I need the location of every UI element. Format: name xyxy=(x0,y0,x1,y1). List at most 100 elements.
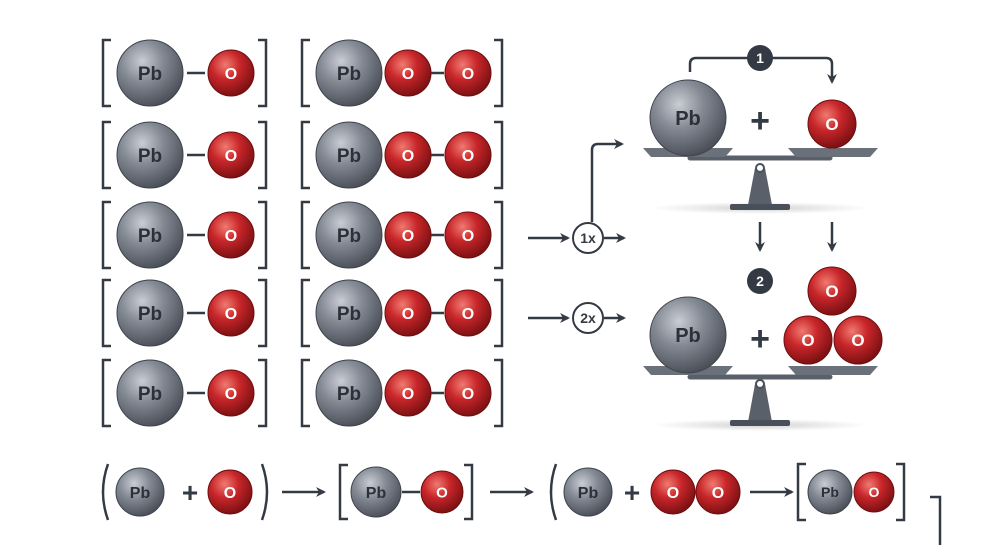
balance-scale-top: Pb O + 1 xyxy=(643,45,878,214)
multiplier-badge-1x xyxy=(572,222,604,254)
lead-atom: Pb xyxy=(563,467,613,517)
lead-atom: Pb xyxy=(350,466,402,518)
oxygen-symbol: O xyxy=(462,228,474,245)
oxygen-symbol: O xyxy=(402,66,414,83)
oxygen-atom: O xyxy=(444,369,492,417)
oxygen-atom: O xyxy=(207,211,255,259)
right-bracket xyxy=(494,120,504,190)
oxygen-symbol: O xyxy=(851,331,864,350)
scale-stand xyxy=(748,168,772,205)
lead-symbol: Pb xyxy=(366,485,387,502)
oxygen-atom: O xyxy=(207,289,255,337)
lead-symbol: Pb xyxy=(337,384,361,405)
oxygen-symbol: O xyxy=(225,386,237,403)
left-parenthesis xyxy=(549,463,558,521)
oxygen-symbol: O xyxy=(225,306,237,323)
step-label-1: 1 xyxy=(756,50,764,66)
lead-atom: Pb xyxy=(315,279,383,347)
oxygen-symbol: O xyxy=(402,148,414,165)
oxygen-symbol: O xyxy=(224,485,236,502)
left-bracket xyxy=(101,358,111,428)
right-bracket xyxy=(258,358,268,428)
left-bracket xyxy=(101,278,111,348)
lead-symbol: Pb xyxy=(138,146,162,167)
left-bracket xyxy=(300,38,310,108)
pbo-molecule: Pb O xyxy=(101,120,268,190)
oxygen-symbol: O xyxy=(462,386,474,403)
right-bracket xyxy=(464,463,474,521)
step-label-2: 2 xyxy=(756,273,764,289)
oxygen-atom: O xyxy=(384,369,432,417)
lead-atom: Pb xyxy=(649,79,727,157)
oxygen-atom: O xyxy=(807,99,857,149)
oxygen-atom: O xyxy=(384,131,432,179)
pbo-molecule: Pb O xyxy=(101,200,268,270)
scale-stand xyxy=(748,384,772,422)
right-bracket xyxy=(258,278,268,348)
oxygen-atom: O xyxy=(833,315,883,365)
right-parenthesis xyxy=(260,463,269,521)
oxygen-atom: O xyxy=(207,49,255,97)
lead-symbol: Pb xyxy=(821,484,839,500)
oxygen-symbol: O xyxy=(436,484,448,501)
right-bracket xyxy=(494,278,504,348)
lead-atom: Pb xyxy=(116,121,184,189)
lead-symbol: Pb xyxy=(138,226,162,247)
lead-atom: Pb xyxy=(315,39,383,107)
oxygen-symbol: O xyxy=(667,485,679,502)
plus-sign-top: + xyxy=(750,102,770,140)
right-bracket xyxy=(896,462,906,522)
oxygen-symbol: O xyxy=(825,115,838,134)
oxygen-symbol: O xyxy=(402,386,414,403)
left-bracket xyxy=(300,358,310,428)
right-bracket xyxy=(494,38,504,108)
lead-symbol: Pb xyxy=(675,325,701,347)
multiplier-label-1x: 1x xyxy=(580,230,596,246)
scale-pan-right xyxy=(788,148,878,157)
oxygen-atom: O xyxy=(444,49,492,97)
right-bracket xyxy=(258,120,268,190)
lead-atom: Pb xyxy=(807,469,853,515)
step-badge-1 xyxy=(747,45,773,71)
multiplier-label-2x: 2x xyxy=(580,310,596,326)
equation-plus-2: + xyxy=(624,477,640,508)
oxygen-symbol: O xyxy=(462,306,474,323)
oxygen-atom: O xyxy=(807,266,857,316)
oxygen-atom: O xyxy=(384,289,432,337)
left-bracket xyxy=(796,462,806,522)
lead-atom: Pb xyxy=(115,467,165,517)
lead-atom: Pb xyxy=(116,359,184,427)
oxygen-symbol: O xyxy=(801,331,814,350)
oxygen-atom: O xyxy=(207,469,253,515)
pbo2-molecule: Pb O O xyxy=(300,38,504,108)
oxygen-atom: O xyxy=(444,289,492,337)
pbo2-molecule: Pb O O xyxy=(300,358,504,428)
oxygen-symbol: O xyxy=(712,485,724,502)
scale-pan-right xyxy=(788,366,878,375)
oxygen-atom: O xyxy=(695,469,741,515)
right-bracket xyxy=(494,200,504,270)
oxygen-atom: O xyxy=(783,315,833,365)
right-bracket xyxy=(494,358,504,428)
oxygen-symbol: O xyxy=(825,282,838,301)
lead-atom: Pb xyxy=(116,201,184,269)
lead-atom: Pb xyxy=(116,279,184,347)
oxygen-symbol: O xyxy=(462,148,474,165)
flow-arrow-1x: 1x xyxy=(528,139,626,254)
left-bracket xyxy=(338,463,348,521)
lead-atom: Pb xyxy=(315,201,383,269)
left-parenthesis xyxy=(101,463,110,521)
right-bracket xyxy=(258,200,268,270)
left-bracket xyxy=(300,278,310,348)
oxygen-atom: O xyxy=(444,131,492,179)
lead-symbol: Pb xyxy=(337,226,361,247)
oxygen-symbol: O xyxy=(225,228,237,245)
left-bracket xyxy=(101,120,111,190)
oxygen-atom: O xyxy=(207,131,255,179)
oxygen-atom: O xyxy=(207,369,255,417)
